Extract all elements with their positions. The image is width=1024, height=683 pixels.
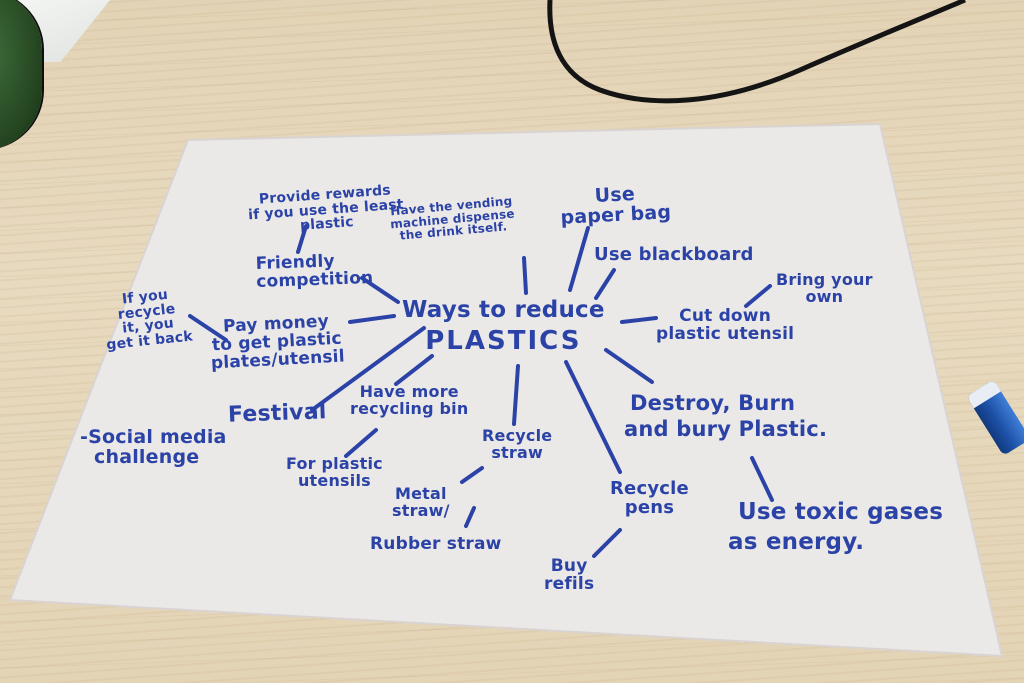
note-text: own [805, 286, 844, 306]
note-text: as energy. [728, 529, 865, 556]
note-text: and bury Plastic. [624, 417, 828, 442]
note-text: Bring your [776, 270, 873, 289]
note-rubber-straw: Rubber straw [370, 534, 502, 554]
note-recycle-back: If you recycle it, you get it back [101, 286, 194, 354]
note-pay-money: Pay money to get plastic plates/utensil [209, 311, 345, 373]
center-line-2: PLASTICS [425, 326, 582, 357]
note-text: Recycle [482, 426, 553, 445]
note-text: Cut down [679, 306, 772, 326]
note-buy-refils: Buy refils [544, 556, 595, 594]
note-text: Festival [227, 399, 327, 428]
note-blackboard: Use blackboard [594, 244, 754, 265]
note-metal-straw: Metal straw/ [392, 484, 450, 520]
note-text: Buy [550, 556, 588, 576]
note-text: plastic utensil [656, 323, 795, 344]
note-recycling-bin: Have more recycling bin [350, 382, 469, 418]
note-text: Have more [359, 382, 459, 401]
note-paper-bag: Use paper bag [559, 183, 672, 229]
note-text: For plastic [286, 454, 383, 473]
note-recycle-pens: Recycle pens [610, 478, 689, 518]
note-plastic-utensils: For plastic utensils [286, 454, 383, 490]
note-toxic: Use toxic gases as energy. [728, 500, 943, 554]
note-text: recycling bin [350, 398, 469, 418]
note-text: utensils [297, 470, 371, 490]
note-text: refils [544, 573, 595, 594]
note-social: -Social media challenge [80, 426, 227, 468]
note-text: Rubber straw [370, 534, 502, 554]
note-text: straw/ [392, 500, 450, 520]
center-topic: Ways to reduce PLASTICS [402, 298, 605, 355]
note-friendly: Friendly competition [255, 251, 373, 292]
note-cut-down: Cut down plastic utensil [656, 306, 795, 344]
note-recycle-straw: Recycle straw [482, 426, 553, 462]
note-bring-own: Bring your own [776, 270, 873, 306]
note-text: Destroy, Burn [630, 391, 796, 415]
note-festival: Festival [227, 399, 327, 428]
note-text: Recycle [610, 478, 689, 499]
note-text: pens [624, 496, 675, 518]
note-text: Metal [394, 484, 447, 503]
note-text: challenge [94, 445, 200, 468]
note-text: -Social media [80, 426, 227, 448]
note-destroy: Destroy, Burn and bury Plastic. [624, 392, 827, 440]
note-text: straw [491, 442, 543, 462]
note-text: Use toxic gases [738, 499, 944, 525]
center-line-1: Ways to reduce [402, 297, 605, 323]
note-text: Use blackboard [594, 244, 754, 265]
